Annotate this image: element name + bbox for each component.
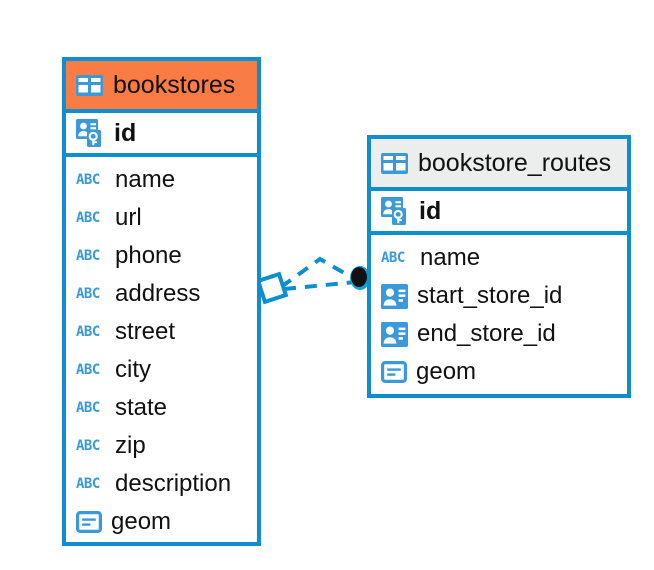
field-row-zip[interactable]: ABC zip — [66, 427, 257, 465]
field-row-end-store-id[interactable]: end_store_id — [371, 315, 627, 353]
abc-icon: ABC — [76, 362, 100, 378]
field-row-name[interactable]: ABC name — [66, 161, 257, 199]
field-label-url: url — [115, 204, 142, 231]
field-label-id: id — [419, 196, 442, 225]
entity-title-bookstores: bookstores — [113, 70, 236, 99]
field-row-address[interactable]: ABC address — [66, 275, 257, 313]
field-row-id[interactable]: id — [371, 187, 627, 235]
relationship-line-upper — [279, 256, 360, 289]
field-label-street: street — [115, 318, 176, 345]
foreign-key-icon — [381, 321, 408, 347]
primary-key-icon — [76, 118, 101, 147]
abc-icon: ABC — [76, 210, 100, 226]
field-list-bookstore-routes: ABC name start_store_id — [371, 235, 627, 396]
field-label-geom: geom — [111, 508, 172, 535]
field-label-name: name — [420, 244, 481, 271]
field-row-description[interactable]: ABC description — [66, 465, 257, 503]
field-row-city[interactable]: ABC city — [66, 351, 257, 389]
field-row-name[interactable]: ABC name — [371, 239, 627, 277]
foreign-key-icon — [381, 283, 408, 309]
abc-icon: ABC — [76, 172, 100, 188]
field-row-geom[interactable]: geom — [371, 353, 627, 391]
primary-key-icon — [381, 196, 406, 225]
table-icon — [381, 152, 408, 174]
field-row-geom[interactable]: geom — [66, 503, 257, 541]
relationship-line-lower — [283, 280, 357, 291]
table-icon — [76, 74, 103, 96]
field-label-address: address — [115, 280, 201, 307]
entity-bookstores[interactable]: bookstores id ABC name — [62, 57, 261, 546]
field-row-state[interactable]: ABC state — [66, 389, 257, 427]
field-row-start-store-id[interactable]: start_store_id — [371, 277, 627, 315]
abc-icon: ABC — [76, 286, 100, 302]
field-label-city: city — [115, 356, 151, 383]
field-row-phone[interactable]: ABC phone — [66, 237, 257, 275]
abc-icon: ABC — [76, 438, 100, 454]
field-label-name: name — [115, 166, 176, 193]
entity-bookstore-routes[interactable]: bookstore_routes id ABC name — [367, 135, 631, 398]
field-row-street[interactable]: ABC street — [66, 313, 257, 351]
field-label-phone: phone — [115, 242, 182, 269]
field-list-bookstores: ABC name ABC url ABC phone ABC address A… — [66, 157, 257, 546]
field-label-id: id — [114, 118, 137, 147]
field-row-id[interactable]: id — [66, 109, 257, 157]
abc-icon: ABC — [76, 476, 100, 492]
abc-icon: ABC — [76, 248, 100, 264]
field-label-description: description — [115, 470, 232, 497]
entity-header-bookstore-routes[interactable]: bookstore_routes — [371, 139, 627, 187]
geometry-icon — [76, 511, 102, 533]
field-label-state: state — [115, 394, 168, 421]
field-label-geom: geom — [416, 358, 477, 385]
entity-title-bookstore-routes: bookstore_routes — [418, 148, 612, 177]
field-label-end-store-id: end_store_id — [417, 320, 556, 347]
entity-header-bookstores[interactable]: bookstores — [66, 61, 257, 109]
abc-icon: ABC — [381, 250, 405, 266]
abc-icon: ABC — [76, 324, 100, 340]
geometry-icon — [381, 361, 407, 383]
diamond-outline-icon — [255, 271, 289, 305]
field-row-url[interactable]: ABC url — [66, 199, 257, 237]
abc-icon: ABC — [76, 400, 100, 416]
field-label-start-store-id: start_store_id — [417, 282, 563, 309]
field-label-zip: zip — [115, 432, 146, 459]
